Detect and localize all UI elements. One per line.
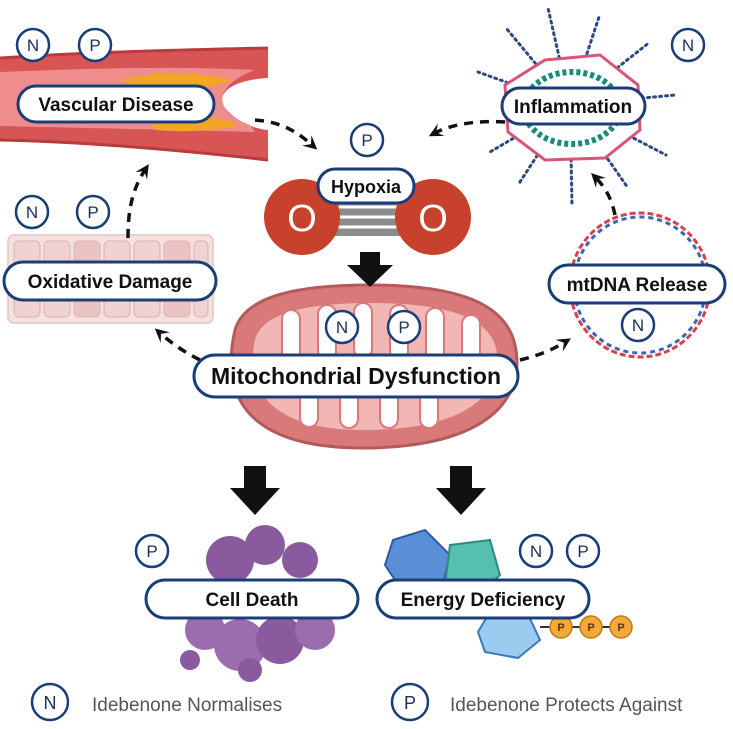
oxygen-atom-left-label: O [287, 198, 317, 240]
arrow-mito-to-energy [436, 466, 486, 515]
mtdna-release-label: mtDNA Release [567, 275, 708, 296]
arrow-mito-to-mtdna [519, 338, 571, 362]
legend: N Idebenone Normalises P Idebenone Prote… [30, 682, 683, 722]
node-vascular-disease: Vascular Disease [16, 84, 216, 124]
vascular-disease-label: Vascular Disease [38, 95, 193, 116]
cell-death-label: Cell Death [206, 590, 299, 611]
badge-p-hypoxia: P [349, 122, 385, 158]
node-mitochondrial-dysfunction: Mitochondrial Dysfunction [192, 353, 520, 399]
svg-text:P: P [577, 542, 588, 561]
svg-text:N: N [632, 316, 644, 335]
legend-item-normalises: N Idebenone Normalises [30, 682, 282, 722]
svg-text:P: P [87, 203, 98, 222]
legend-p-badge: P [404, 693, 416, 713]
oxygen-atom-right [395, 179, 471, 255]
badge-p-oxidative: P [75, 194, 111, 230]
phosphate-3-label: P [617, 622, 624, 634]
arrow-inflammation-to-hypoxia [428, 119, 506, 137]
badge-p-vascular: P [77, 27, 113, 63]
svg-text:N: N [27, 36, 39, 55]
node-oxidative-damage: Oxidative Damage [2, 260, 218, 302]
svg-text:P: P [146, 542, 157, 561]
inflammation-label: Inflammation [514, 97, 632, 118]
badges: N P P N N P N N [14, 27, 706, 569]
svg-text:P: P [361, 131, 372, 150]
badge-p-cell-death: P [134, 533, 170, 569]
svg-text:P: P [398, 318, 409, 337]
node-energy-deficiency: Energy Deficiency [375, 578, 591, 620]
badge-n-vascular: N [15, 27, 51, 63]
arrow-mito-to-oxidative [154, 328, 201, 362]
dashed-arrows [126, 118, 617, 362]
phosphate-2 [579, 615, 603, 639]
energy-deficiency-label: Energy Deficiency [401, 590, 566, 611]
oxygen-atom-right-label: O [418, 198, 448, 240]
legend-protects-label: Idebenone Protects Against [450, 695, 683, 716]
badge-p-mitochondrial: P [386, 309, 422, 345]
phosphate-3 [609, 615, 633, 639]
legend-item-protects: P Idebenone Protects Against [390, 682, 683, 722]
arrow-oxidative-to-vascular [126, 164, 149, 239]
legend-n-badge: N [44, 693, 57, 713]
badge-n-mtdna: N [620, 307, 656, 343]
badge-n-oxidative: N [14, 194, 50, 230]
arrow-hypoxia-to-mito [347, 252, 393, 287]
mitochondrial-dysfunction-label: Mitochondrial Dysfunction [211, 363, 501, 389]
phosphate-2-label: P [587, 622, 594, 634]
solid-arrows [230, 252, 486, 515]
node-hypoxia: Hypoxia [316, 167, 416, 205]
svg-text:N: N [682, 36, 694, 55]
svg-text:N: N [26, 203, 38, 222]
badge-n-energy: N [518, 533, 554, 569]
phosphate-1-label: P [557, 622, 564, 634]
hypoxia-label: Hypoxia [331, 177, 402, 197]
node-inflammation: Inflammation [500, 86, 647, 126]
svg-text:N: N [530, 542, 542, 561]
arrow-vascular-to-hypoxia [254, 118, 318, 150]
oxygen-molecule-illustration: O O [264, 179, 471, 255]
node-mtdna-release: mtDNA Release [547, 263, 727, 305]
arrow-mito-to-cell-death [230, 466, 280, 515]
svg-text:P: P [89, 36, 100, 55]
oxidative-damage-label: Oxidative Damage [28, 272, 193, 293]
arrow-mtdna-to-inflammation [591, 173, 617, 216]
badge-n-inflammation: N [670, 27, 706, 63]
badge-p-energy: P [565, 533, 601, 569]
node-cell-death: Cell Death [144, 578, 360, 620]
badge-n-mitochondrial: N [324, 309, 360, 345]
legend-normalises-label: Idebenone Normalises [92, 695, 282, 716]
svg-text:N: N [336, 318, 348, 337]
